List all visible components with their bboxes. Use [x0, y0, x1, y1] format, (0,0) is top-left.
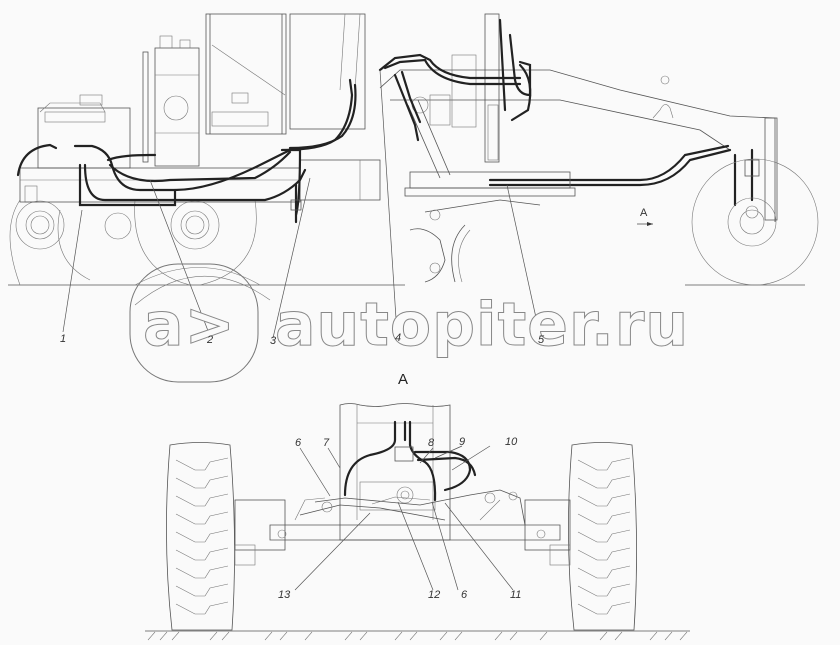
callout-3: 3 — [270, 335, 277, 347]
section-title: A — [398, 371, 408, 388]
callout-6-top: 6 — [295, 437, 302, 449]
blade-assembly — [404, 171, 576, 283]
watermark-text: autopiter.ru — [275, 290, 689, 360]
rear-hose-bundle — [16, 78, 357, 224]
turntable-mast — [429, 13, 500, 163]
watermark-logo: a> — [143, 290, 236, 360]
left-tire — [166, 442, 235, 631]
ground-hatch — [147, 631, 688, 641]
callout-6-bottom: 6 — [461, 589, 468, 601]
side-view: A — [8, 13, 819, 339]
view-arrow-label: A — [640, 207, 648, 219]
hydraulic-tank — [142, 35, 200, 167]
front-wheel — [691, 158, 819, 286]
section-leaders — [294, 445, 514, 591]
watermark: a> autopiter.ru — [129, 263, 689, 383]
section-hoses — [343, 420, 477, 505]
callout-11: 11 — [510, 589, 521, 601]
front-axle — [234, 489, 571, 566]
callout-5: 5 — [538, 334, 545, 346]
callout-4: 4 — [395, 332, 401, 344]
lift-cylinder — [407, 96, 451, 179]
view-arrow-a: A — [637, 207, 653, 226]
rear-wheel-1 — [9, 199, 65, 286]
callout-8: 8 — [428, 437, 435, 449]
cab — [205, 13, 366, 135]
callout-1: 1 — [60, 333, 66, 345]
callout-9: 9 — [459, 436, 465, 448]
rear-wheel-2 — [134, 199, 257, 286]
callout-10: 10 — [505, 436, 518, 448]
engine — [19, 94, 301, 203]
right-tire — [568, 442, 637, 631]
callout-13: 13 — [278, 589, 291, 601]
watermark-logo-frame — [129, 263, 259, 383]
callout-2: 2 — [206, 334, 213, 346]
main-frame — [379, 69, 778, 222]
side-view-callouts: 1 2 3 4 5 — [60, 332, 545, 347]
callout-12: 12 — [428, 589, 440, 601]
section-view-a: A — [145, 371, 690, 641]
front-hose-bundle — [378, 18, 760, 207]
callout-7: 7 — [323, 437, 330, 449]
